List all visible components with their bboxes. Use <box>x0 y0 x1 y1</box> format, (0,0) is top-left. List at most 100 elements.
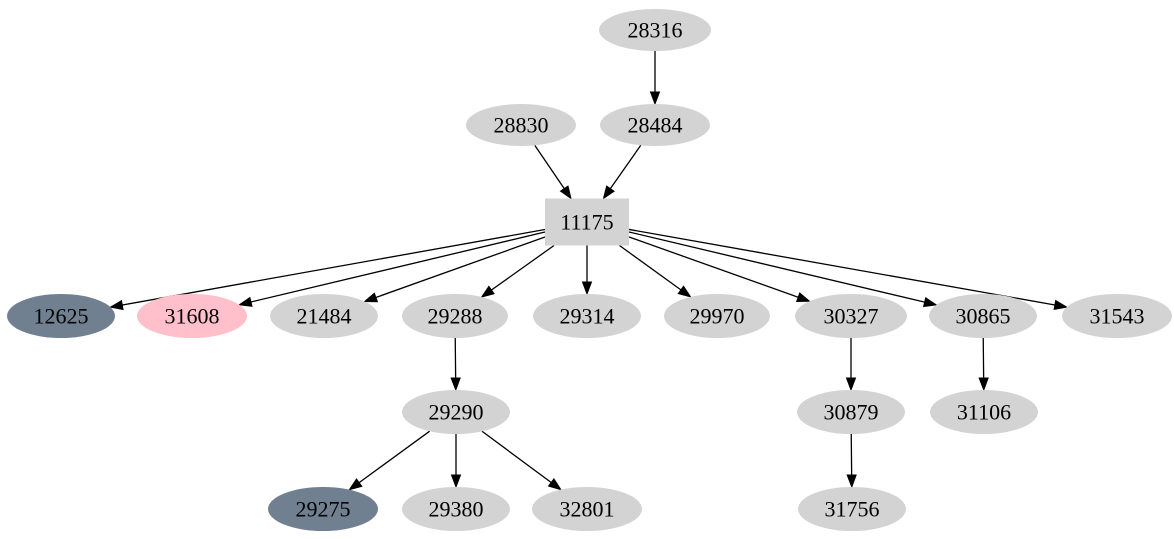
node-29288: 29288 <box>402 294 508 338</box>
arrowhead-icon <box>677 285 692 298</box>
edges-layer <box>109 51 1069 491</box>
node-ellipse-shape <box>466 104 576 146</box>
edge-11175-21484 <box>363 236 546 303</box>
edge-line <box>628 236 799 298</box>
edge-11175-31608 <box>237 231 546 307</box>
node-label: 28830 <box>494 113 549 138</box>
arrowhead-icon <box>978 377 989 392</box>
edge-11175-29288 <box>480 244 555 298</box>
arrowhead-icon <box>559 185 572 200</box>
arrowhead-icon <box>363 292 379 303</box>
edge-30327-30879 <box>845 338 857 392</box>
edge-29290-29275 <box>348 430 431 491</box>
edge-11175-31543 <box>628 228 1069 311</box>
edge-28316-28484 <box>649 51 661 106</box>
node-29275: 29275 <box>268 487 378 531</box>
edge-11175-30865 <box>628 231 938 308</box>
node-29290: 29290 <box>402 390 510 434</box>
edge-line <box>491 244 555 291</box>
edge-line <box>375 236 546 299</box>
node-29314: 29314 <box>533 294 641 338</box>
node-ellipse-shape <box>930 390 1038 434</box>
edge-11175-12625 <box>109 228 546 311</box>
node-ellipse-shape <box>599 9 711 51</box>
node-ellipse-shape <box>533 294 641 338</box>
node-11175: 11175 <box>545 198 629 246</box>
arrowhead-icon <box>450 474 462 489</box>
node-ellipse-shape <box>7 294 115 338</box>
edge-11175-30327 <box>628 236 811 302</box>
edge-line <box>609 144 642 190</box>
node-ellipse-shape <box>664 294 770 338</box>
arrowhead-icon <box>348 478 363 491</box>
node-ellipse-shape <box>402 390 510 434</box>
node-label: 30865 <box>956 304 1011 329</box>
node-ellipse-shape <box>795 294 907 338</box>
node-28484: 28484 <box>600 104 710 146</box>
node-28830: 28830 <box>466 104 576 146</box>
edge-11175-29970 <box>619 244 692 298</box>
node-ellipse-shape <box>137 294 247 338</box>
node-ellipse-shape <box>402 487 510 531</box>
node-ellipse-shape <box>600 104 710 146</box>
node-label: 12625 <box>34 304 89 329</box>
node-label: 29288 <box>428 304 483 329</box>
edge-line <box>628 231 925 303</box>
node-label: 31608 <box>165 304 220 329</box>
node-label: 29970 <box>690 304 745 329</box>
edge-line <box>250 231 546 303</box>
node-label: 28484 <box>628 113 683 138</box>
node-label: 29314 <box>560 304 615 329</box>
node-label: 31106 <box>957 400 1011 425</box>
node-29380: 29380 <box>402 487 510 531</box>
node-label: 30879 <box>824 400 879 425</box>
arrowhead-icon <box>237 296 253 307</box>
node-ellipse-shape <box>268 487 378 531</box>
arrowhead-icon <box>922 296 938 308</box>
node-31106: 31106 <box>930 390 1038 434</box>
node-ellipse-shape <box>532 487 642 531</box>
nodes-layer: 28316 28830 28484 11175 12625 31608 21484 29288… <box>7 9 1172 531</box>
arrowhead-icon <box>602 185 615 200</box>
edge-line <box>534 144 565 189</box>
edge-30865-31106 <box>978 337 989 392</box>
node-ellipse-shape <box>797 390 905 434</box>
node-label: 31756 <box>825 497 880 522</box>
node-ellipse-shape <box>1062 294 1172 338</box>
node-label: 29275 <box>296 497 351 522</box>
node-ellipse-shape <box>798 487 906 531</box>
node-29970: 29970 <box>664 294 770 338</box>
node-label: 11175 <box>560 210 613 235</box>
edge-29290-29380 <box>450 434 462 489</box>
edge-line <box>122 228 546 306</box>
arrowhead-icon <box>795 292 811 302</box>
node-31756: 31756 <box>798 487 906 531</box>
edge-line <box>481 430 552 484</box>
arrowhead-icon <box>581 281 593 296</box>
node-30865: 30865 <box>929 294 1037 338</box>
node-label: 29380 <box>429 497 484 522</box>
edge-29288-29290 <box>450 337 461 392</box>
node-12625: 12625 <box>7 294 115 338</box>
node-31608: 31608 <box>137 294 247 338</box>
node-label: 29290 <box>429 400 484 425</box>
node-28316: 28316 <box>599 9 711 51</box>
node-label: 30327 <box>824 304 879 329</box>
node-label: 31543 <box>1090 304 1145 329</box>
node-ellipse-shape <box>402 294 508 338</box>
edge-28830-11175 <box>534 144 572 200</box>
arrowhead-icon <box>547 478 563 491</box>
arrowhead-icon <box>649 91 661 106</box>
edge-28484-11175 <box>602 144 642 200</box>
node-21484: 21484 <box>270 294 378 338</box>
arrowhead-icon <box>845 377 857 392</box>
node-31543: 31543 <box>1062 294 1172 338</box>
node-30327: 30327 <box>795 294 907 338</box>
arrowhead-icon <box>480 285 495 298</box>
edge-29290-32801 <box>481 430 563 491</box>
arrowhead-icon <box>846 474 857 489</box>
edge-line <box>358 430 431 484</box>
edge-line <box>628 228 1056 306</box>
